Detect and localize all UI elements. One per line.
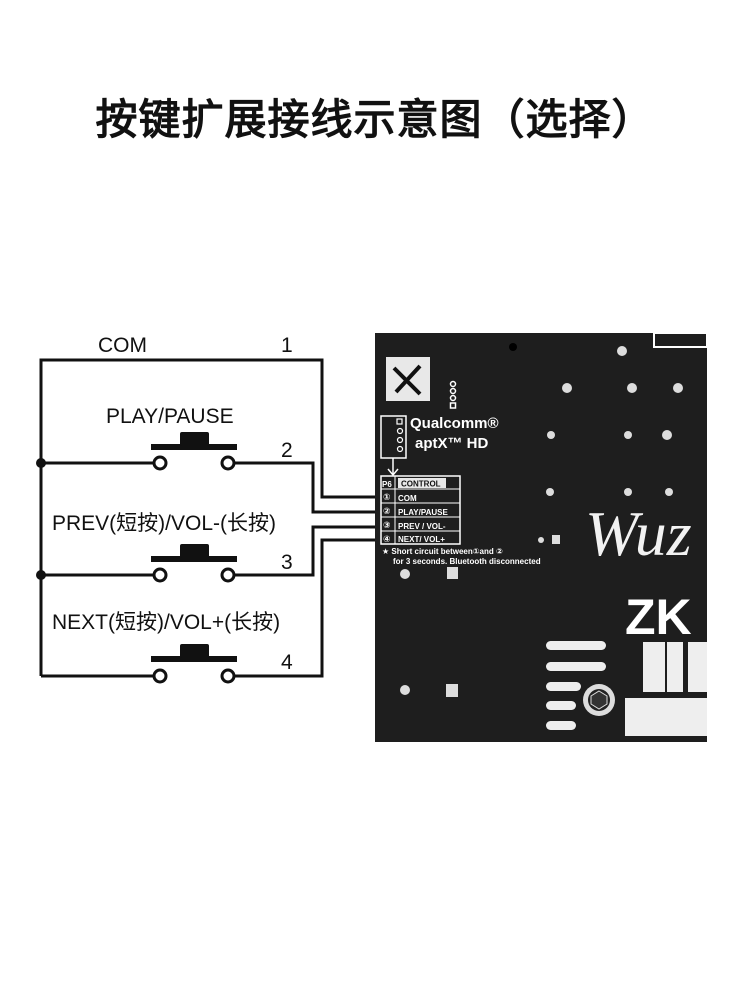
table-header-pin: P6 bbox=[382, 480, 392, 489]
pin-label-3: 3 bbox=[281, 551, 293, 574]
table-row-num: ② bbox=[383, 506, 391, 516]
push-button-next bbox=[151, 644, 237, 684]
push-button-play-pause bbox=[151, 432, 237, 471]
table-row-func: PREV / VOL- bbox=[398, 522, 446, 531]
brand-aptx-hd: aptX™ HD bbox=[415, 435, 489, 452]
pin-header-icon bbox=[380, 415, 407, 477]
pin-label-2: 2 bbox=[281, 439, 293, 462]
table-row-num: ① bbox=[383, 492, 391, 502]
pcb-board: Qualcomm® aptX™ HD P6 CONTROL ① COM ② PL… bbox=[375, 332, 708, 742]
pcb-pads bbox=[546, 641, 707, 736]
wire-2 bbox=[234, 461, 375, 514]
table-row-func: PLAY/PAUSE bbox=[398, 508, 448, 517]
junction-dot bbox=[36, 458, 46, 468]
note-line-1: ★ Short circuit between①and ② bbox=[382, 547, 503, 556]
note-line-2: for 3 seconds. Bluetooth disconnected bbox=[393, 557, 541, 566]
wire-3 bbox=[234, 525, 375, 577]
pin-label-1: 1 bbox=[281, 334, 293, 357]
x-logo-icon bbox=[386, 357, 430, 401]
button-label-play-pause: PLAY/PAUSE bbox=[106, 405, 234, 428]
page-title: 按键扩展接线示意图（选择） bbox=[95, 95, 655, 144]
button-label-prev: PREV(短按)/VOL-(长按) bbox=[52, 512, 276, 535]
table-row-num: ④ bbox=[383, 534, 391, 544]
pin-label-4: 4 bbox=[281, 651, 293, 674]
brand-qualcomm: Qualcomm® bbox=[410, 415, 499, 432]
table-row-func: NEXT/ VOL+ bbox=[398, 535, 445, 544]
brand-script-logo: Wuz bbox=[585, 498, 692, 569]
junction-dot bbox=[36, 570, 46, 580]
model-text: ZK bbox=[625, 589, 692, 645]
com-label: COM bbox=[98, 334, 147, 357]
table-row-func: COM bbox=[398, 494, 417, 503]
pcb-vias bbox=[400, 346, 683, 697]
table-row-num: ③ bbox=[383, 520, 391, 530]
table-header-control: CONTROL bbox=[401, 480, 441, 489]
button-label-next: NEXT(短按)/VOL+(长按) bbox=[52, 611, 280, 634]
control-table: P6 CONTROL ① COM ② PLAY/PAUSE ③ PREV / V… bbox=[380, 475, 461, 545]
wire-4 bbox=[234, 538, 375, 678]
push-button-prev bbox=[151, 544, 237, 583]
